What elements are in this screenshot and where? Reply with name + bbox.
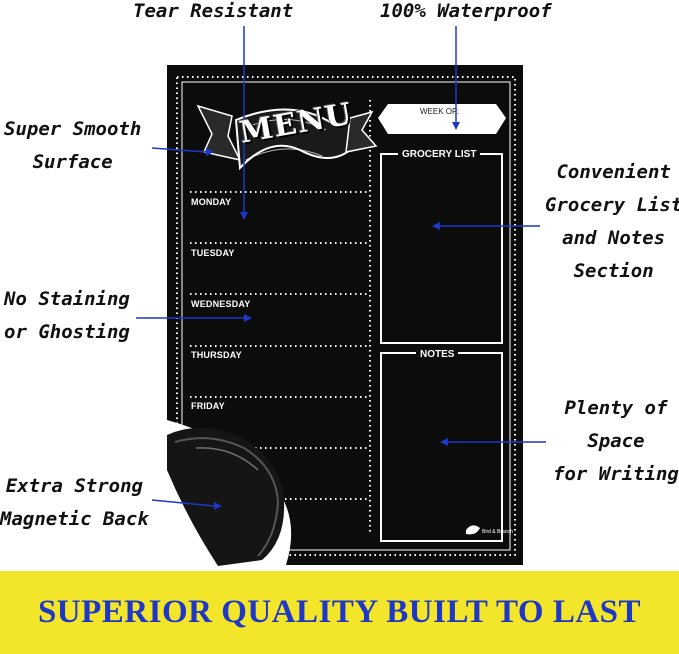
callout-text: Space [587, 430, 645, 452]
callout-text: Magnetic Back [0, 508, 149, 530]
notes-title: NOTES [416, 349, 459, 360]
day-thursday: THURSDAY [191, 350, 242, 360]
callout-smooth-surface: Super Smooth Surface [4, 113, 141, 179]
banner-text: SUPERIOR QUALITY BUILT TO LAST [37, 594, 642, 630]
brand-name: Bird & Branch [482, 529, 513, 535]
day-tuesday: TUESDAY [191, 248, 235, 258]
outer-dotted-border [176, 76, 516, 556]
peeled-magnetic-corner [167, 420, 292, 566]
callout-grocery-section: Convenient Grocery List and Notes Sectio… [545, 156, 679, 288]
menu-ribbon [196, 104, 378, 171]
day-wednesday: WEDNESDAY [191, 299, 251, 309]
callout-text: Plenty of [564, 397, 668, 419]
grocery-list-title: GROCERY LIST [398, 149, 481, 160]
notes-box [380, 352, 503, 542]
callout-text: Extra Strong [5, 475, 143, 497]
week-of-box [378, 104, 506, 134]
callout-text: 100% Waterproof [380, 0, 552, 22]
callout-no-staining: No Staining or Ghosting [4, 283, 130, 349]
callout-arrows [136, 26, 546, 510]
quality-banner: SUPERIOR QUALITY BUILT TO LAST [0, 571, 679, 654]
callout-text: or Ghosting [4, 321, 130, 343]
callout-text: No Staining [4, 288, 130, 310]
callout-text: Surface [32, 151, 113, 173]
grocery-list-box [380, 153, 503, 344]
callout-text: Tear Resistant [133, 0, 294, 22]
callout-text: Convenient [556, 161, 671, 183]
callout-text: Super Smooth [4, 118, 142, 140]
callout-text: for Writing [553, 463, 679, 485]
callout-writing-space: Plenty of Space for Writing [553, 392, 679, 491]
day-friday: FRIDAY [191, 401, 225, 411]
brand-bird-icon [466, 525, 480, 535]
week-of-label: WEEK OF: [420, 107, 460, 116]
callout-text: Section [573, 260, 654, 282]
inner-solid-border [181, 81, 511, 551]
callout-magnetic-back: Extra Strong Magnetic Back [0, 470, 149, 536]
day-monday: MONDAY [191, 197, 232, 207]
callout-text: Grocery List [545, 194, 679, 216]
callout-waterproof: 100% Waterproof [380, 0, 552, 28]
callout-text: and Notes [562, 227, 666, 249]
callout-tear-resistant: Tear Resistant [133, 0, 293, 28]
